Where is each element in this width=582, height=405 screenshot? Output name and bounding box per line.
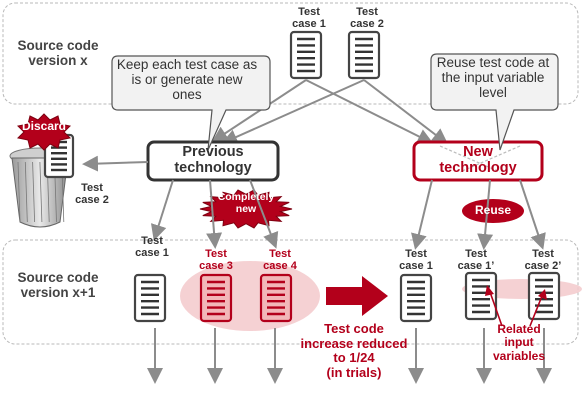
trash-can-stripe (39, 161, 43, 223)
arrow-new-to-case1 (411, 179, 433, 250)
reuse-badge (462, 199, 524, 223)
document-outline (399, 273, 433, 323)
bottom-test-case-1prime-doc (464, 271, 498, 321)
bottom-test-case-1-doc (133, 273, 167, 323)
arrow-case1-to-new (305, 79, 434, 144)
callout-left (111, 55, 271, 151)
reduction-arrow (326, 276, 388, 316)
top-test-case-2-doc (347, 30, 381, 80)
bottom-test-case-4-doc (259, 273, 293, 323)
discard-badge-label: Discard (21, 119, 67, 133)
document-outline (464, 271, 498, 321)
trash-can-stripe (24, 161, 28, 223)
completely-new-badge (199, 189, 293, 229)
arrow-case2-to-previous (221, 79, 365, 145)
top-test-case-1-doc (289, 30, 323, 80)
document-outline (199, 273, 233, 323)
related-pointer-2-head (538, 289, 547, 300)
new-technology-box (412, 140, 544, 182)
bottom-new-test-case-1-doc (399, 273, 433, 323)
related-pointer-2 (529, 295, 543, 327)
arrow-previous-to-discard (82, 155, 149, 172)
arrow-new-to-case2prime (519, 179, 546, 250)
arrow-case2-to-new (363, 79, 449, 145)
related-pointer-1-head (485, 285, 494, 296)
related-pointer-1 (489, 291, 503, 327)
trash-can-stripe (32, 161, 35, 223)
new-tech-inner-dash (459, 145, 521, 173)
arrow-previous-to-case4 (249, 179, 279, 249)
reuse-badge-label: Reuse (474, 203, 512, 217)
document-outline (347, 30, 381, 80)
arrow-new-to-case1prime (477, 179, 494, 250)
previous-technology-box (146, 140, 280, 182)
discard-badge (16, 113, 72, 151)
arrow-previous-to-case3 (206, 179, 223, 249)
bottom-test-case-3-doc (199, 273, 233, 323)
document-outline (133, 273, 167, 323)
trash-can-stripe (17, 161, 21, 223)
document-outline (259, 273, 293, 323)
arrow-previous-to-case1 (150, 179, 174, 241)
new-tech-inner-dash (439, 145, 501, 173)
document-outline (289, 30, 323, 80)
callout-right (430, 53, 559, 151)
